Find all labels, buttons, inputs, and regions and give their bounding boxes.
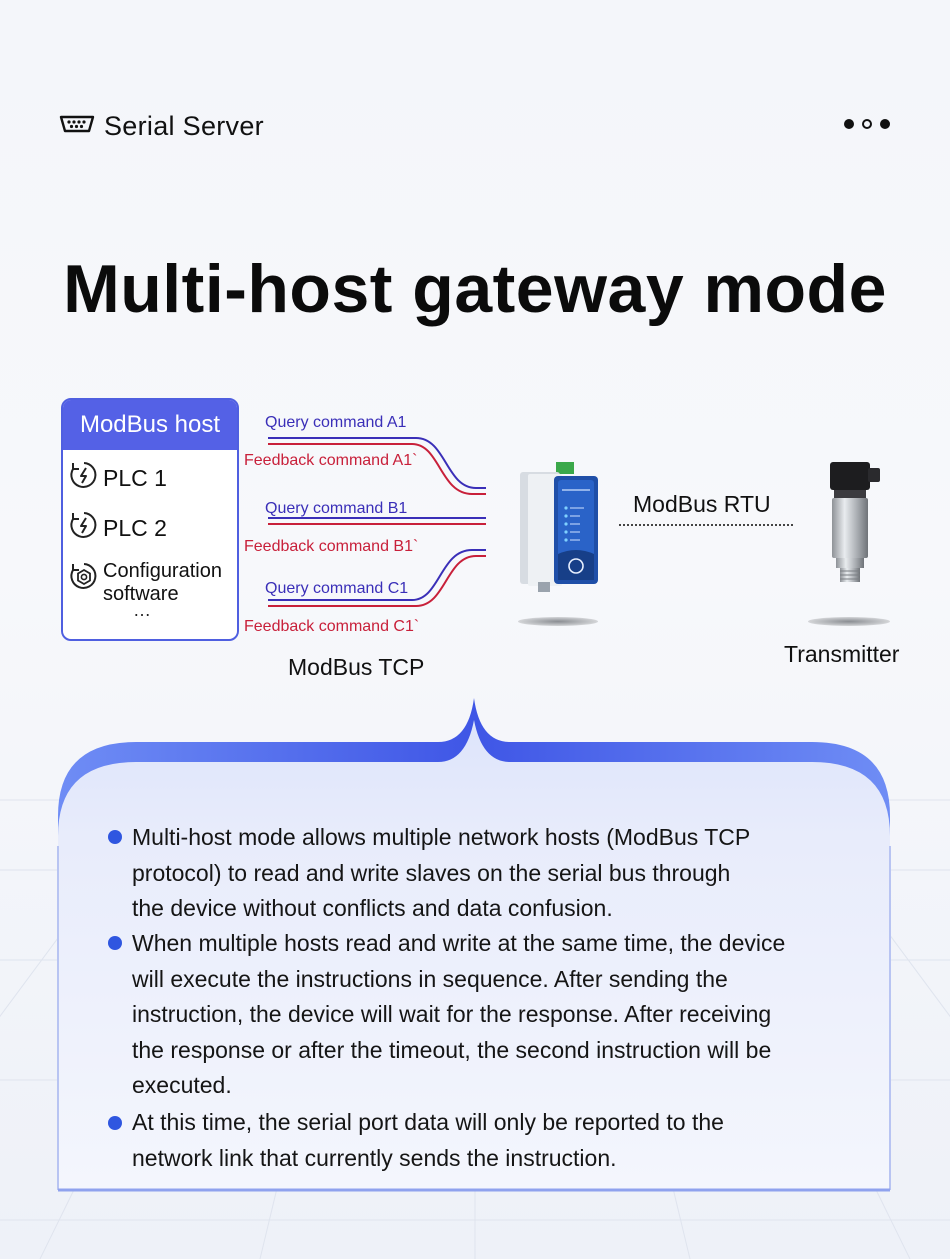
header-label: Serial Server bbox=[104, 110, 264, 141]
page-dot bbox=[844, 119, 854, 129]
software-icon bbox=[69, 561, 99, 597]
serial-server-device bbox=[518, 462, 602, 599]
pressure-transmitter-image bbox=[830, 462, 880, 582]
host-item-label: PLC 1 bbox=[103, 464, 167, 491]
plc-icon bbox=[69, 510, 99, 546]
header: Serial Server bbox=[58, 108, 264, 144]
modbus-tcp-label: ModBus TCP bbox=[288, 654, 425, 680]
host-item-label: PLC 2 bbox=[103, 514, 167, 541]
transmitter-label: Transmitter bbox=[784, 641, 900, 667]
host-item-label: Configuration bbox=[103, 560, 222, 582]
query-command-a: Query command A1 bbox=[265, 414, 407, 431]
plc-icon bbox=[69, 460, 99, 496]
modbus-rtu-label: ModBus RTU bbox=[633, 491, 771, 517]
page-dot bbox=[880, 119, 890, 129]
info-panel-frame bbox=[57, 698, 891, 1192]
host-box-title: ModBus host bbox=[63, 400, 237, 450]
host-item-plc1: PLC 1 bbox=[69, 460, 167, 496]
transmitter-shadow bbox=[808, 617, 890, 626]
query-command-c: Query command C1 bbox=[265, 580, 409, 597]
feedback-command-a: Feedback command A1` bbox=[244, 452, 418, 469]
page-indicator bbox=[844, 119, 890, 129]
host-item-plc2: PLC 2 bbox=[69, 510, 167, 546]
page-title: Multi-host gateway mode bbox=[63, 251, 887, 327]
feedback-command-c: Feedback command C1` bbox=[244, 618, 420, 635]
serial-server-device-image bbox=[520, 462, 598, 592]
command-flow-lines bbox=[268, 437, 486, 607]
host-item-label-line2: software bbox=[103, 583, 179, 605]
pressure-transmitter bbox=[820, 460, 884, 589]
more-ellipsis: … bbox=[133, 600, 152, 620]
rtu-link-line bbox=[619, 524, 793, 526]
modbus-host-box: ModBus host PLC 1 PLC 2 Configuration so… bbox=[61, 398, 239, 641]
device-shadow bbox=[518, 617, 598, 626]
page-dot-current bbox=[862, 119, 872, 129]
serial-port-icon bbox=[58, 114, 96, 139]
query-command-b: Query command B1 bbox=[265, 500, 408, 517]
host-item-config-software: Configuration software bbox=[69, 560, 222, 606]
feedback-command-b: Feedback command B1` bbox=[244, 538, 419, 555]
